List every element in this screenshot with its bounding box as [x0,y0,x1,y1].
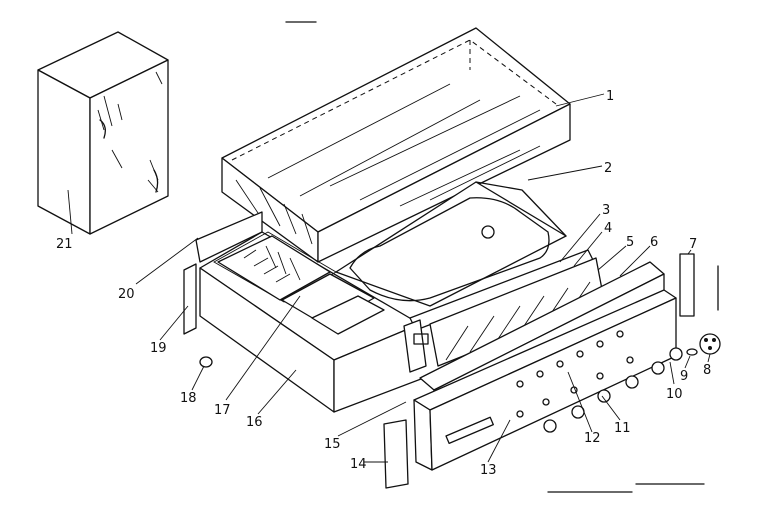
callout-4: 4 [604,221,612,236]
callout-7: 7 [689,237,697,252]
speaker-cabinet [37,31,169,235]
top-cover [221,27,571,263]
callout-15: 15 [324,437,341,452]
callout-12: 12 [584,431,601,446]
callout-1: 1 [606,89,614,104]
rear-panel [183,211,263,335]
callout-19: 19 [150,341,167,356]
control-knobs [516,330,683,433]
callout-20: 20 [118,287,135,302]
callout-18: 18 [180,391,197,406]
leader-lines [67,93,711,463]
loose-marks [285,21,719,493]
callout-10: 10 [666,387,683,402]
callout-11: 11 [614,421,631,436]
callout-2: 2 [604,161,612,176]
callout-14: 14 [350,457,367,472]
heat-sink [403,249,595,373]
circuit-board [217,235,385,335]
callout-21: 21 [56,237,73,252]
callout-labels: 1 2 3 4 5 6 7 8 9 10 11 12 13 14 15 16 1… [56,89,711,478]
callout-6: 6 [650,235,658,250]
callout-3: 3 [602,203,610,218]
chassis-tray [335,181,567,307]
callout-8: 8 [703,363,711,378]
callout-16: 16 [246,415,263,430]
callout-5: 5 [626,235,634,250]
callout-17: 17 [214,403,231,418]
callout-13: 13 [480,463,497,478]
callout-9: 9 [680,369,688,384]
